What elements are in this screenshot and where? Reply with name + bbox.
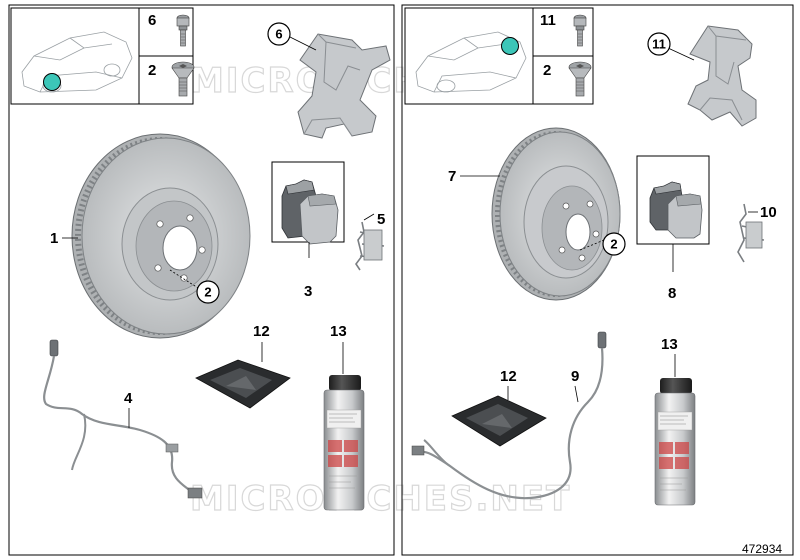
rear-screw-qty-label: 2 <box>543 62 551 79</box>
rear-wear-sensor-cable <box>411 331 607 500</box>
svg-text:11: 11 <box>652 37 666 52</box>
front-screw-qty-label: 2 <box>148 62 156 79</box>
svg-text:4: 4 <box>124 390 133 407</box>
rear-lubricant-callout: 12 <box>500 368 517 400</box>
svg-text:5: 5 <box>377 211 385 228</box>
watermark-bottom: MICROFICHES.NET <box>190 479 571 519</box>
front-spray-callout: 13 <box>330 323 347 374</box>
rear-pad-set-box <box>636 155 710 245</box>
svg-text:7: 7 <box>448 168 456 185</box>
svg-text:9: 9 <box>571 368 579 385</box>
svg-text:1: 1 <box>50 230 58 247</box>
front-lubricant-callout: 12 <box>253 323 270 362</box>
front-disc-callout: 1 <box>50 230 78 247</box>
rear-disc-callout: 7 <box>448 168 500 185</box>
svg-text:10: 10 <box>760 204 777 221</box>
rear-carrier-callout: 11 <box>647 32 695 61</box>
front-bolt-qty-label: 6 <box>148 12 156 29</box>
rear-disc-screw-callout: 2 <box>579 232 626 256</box>
rear-lubricant-sachet <box>451 395 547 447</box>
svg-text:2: 2 <box>204 285 211 300</box>
svg-text:8: 8 <box>668 285 676 302</box>
diagram-id-label: 472934 <box>742 542 782 556</box>
rear-clip-callout: 10 <box>748 204 777 221</box>
front-header-box: 6 2 <box>10 7 195 105</box>
rear-wear-sensor-callout: 9 <box>571 368 579 403</box>
front-brake-carrier <box>297 33 391 139</box>
front-brake-disc <box>71 133 251 339</box>
front-clip-callout: 5 <box>363 211 385 228</box>
rear-spray-can <box>654 378 696 506</box>
svg-text:2: 2 <box>610 237 617 252</box>
countersunk-screw-icon <box>171 61 195 97</box>
rear-header-box: 11 2 <box>404 7 594 105</box>
front-pad-set-callout: 3 <box>304 242 312 300</box>
rear-axle-panel: 11 2 11 <box>401 4 794 556</box>
rear-brake-carrier <box>687 25 757 127</box>
countersunk-screw-icon <box>568 61 592 97</box>
svg-text:6: 6 <box>275 27 282 42</box>
front-wear-sensor-callout: 4 <box>124 390 133 428</box>
rear-anti-rattle-clip <box>737 203 765 263</box>
rear-brake-disc <box>491 127 621 301</box>
front-spray-can <box>323 375 365 511</box>
rear-pad-set-callout: 8 <box>668 244 676 302</box>
front-axle-panel: 6 2 <box>8 4 395 556</box>
svg-text:3: 3 <box>304 283 312 300</box>
front-wheel-highlight-icon <box>43 73 61 91</box>
front-disc-screw-callout: 2 <box>169 269 220 304</box>
front-anti-rattle-clip <box>355 221 385 271</box>
rear-spray-callout: 13 <box>661 336 678 377</box>
svg-text:12: 12 <box>253 323 270 340</box>
svg-text:13: 13 <box>330 323 347 340</box>
rear-wheel-highlight-icon <box>501 37 519 55</box>
bolt-icon <box>573 14 587 47</box>
rear-bolt-qty-label: 11 <box>540 12 556 29</box>
front-carrier-callout: 6 <box>267 22 317 51</box>
svg-text:12: 12 <box>500 368 517 385</box>
front-pad-set-box <box>271 161 345 245</box>
bolt-icon <box>176 14 190 47</box>
svg-text:13: 13 <box>661 336 678 353</box>
front-wear-sensor-cable <box>43 339 203 499</box>
front-lubricant-sachet <box>195 359 291 409</box>
